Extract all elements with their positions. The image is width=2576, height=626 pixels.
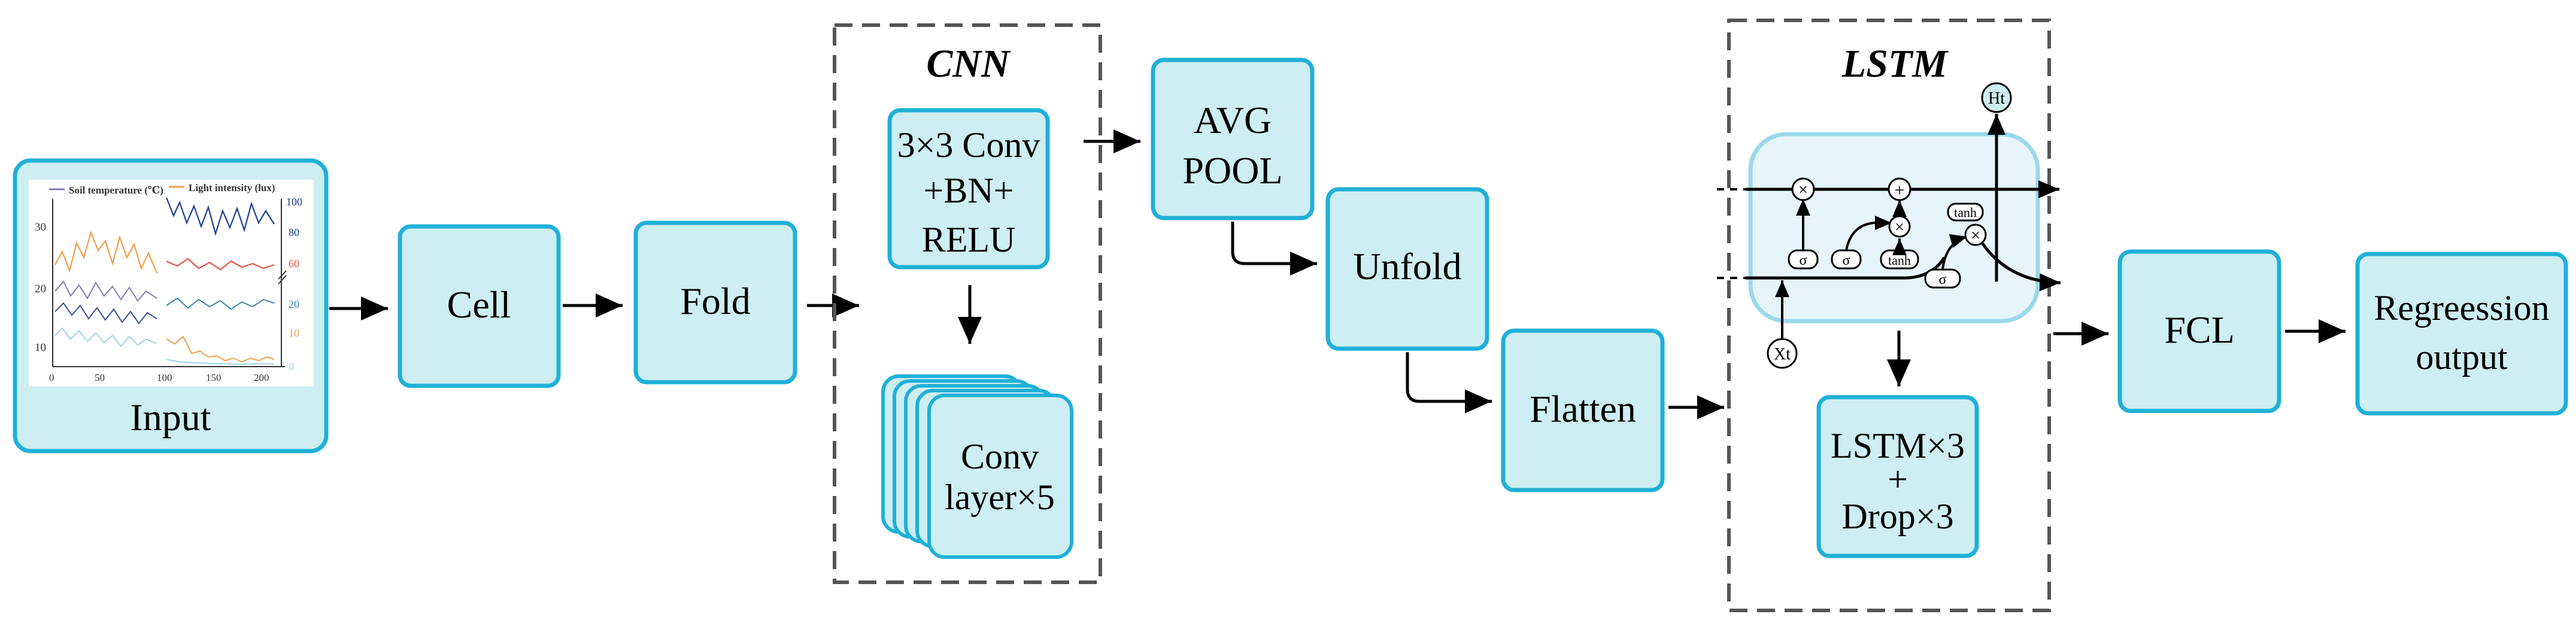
stack-line-2: + [1888,459,1908,499]
ht-label: Ht [1988,89,2005,108]
sigma-gate-1: σ [1800,253,1807,268]
conv-line-1: 3×3 Conv [897,125,1040,165]
conv-layers-line-1: Conv [961,437,1039,476]
mult-op-1: × [1798,181,1808,199]
conv-layer-stack: Conv layer×5 [881,374,1073,559]
arrow-avgpool-unfold [1231,222,1317,276]
conv-line-3: RELU [922,220,1016,259]
conv-line-2: +BN+ [923,171,1014,210]
input-block: Soil temperature (℃) Light intensity (lu… [13,158,329,453]
legend-light-intensity: Light intensity (lux) [189,182,275,193]
xt-label: Xt [1774,345,1791,364]
x-tick-50: 50 [95,372,105,383]
right-tick-20: 20 [289,298,299,310]
stack-line-1: LSTM×3 [1831,426,1965,465]
right-tick-60: 60 [289,258,299,270]
lstm-drop-stack-box: LSTM×3 + Drop×3 [1816,395,1979,558]
arrow-unfold-flatten [1406,352,1492,413]
mult-op-2: × [1895,218,1904,237]
avg-pool-line-1: AVG [1194,99,1272,141]
fold-label: Fold [680,280,750,322]
x-tick-0: 0 [49,372,54,383]
cell-block: Cell [398,224,561,388]
x-tick-100: 100 [157,372,172,383]
cell-label: Cell [447,283,511,326]
avg-pool-line-2: POOL [1182,149,1282,192]
sigma-gate-2: σ [1843,253,1850,268]
sigma-gate-3: σ [1939,272,1947,288]
fcl-label: FCL [2164,309,2234,351]
right-tick-0: 0 [289,361,294,373]
unfold-block: Unfold [1325,187,1489,351]
output-line-1: Regreession [2374,288,2549,328]
left-tick-10: 10 [35,341,46,354]
tanh-gate-2: tanh [1954,205,1977,220]
input-chart: Soil temperature (℃) Light intensity (lu… [29,180,314,386]
x-tick-150: 150 [206,372,222,383]
cnn-title: CNN [926,42,1011,86]
tanh-gate-1: tanh [1888,253,1911,268]
left-tick-20: 20 [35,283,46,295]
fold-block: Fold [633,220,797,385]
input-label: Input [130,396,211,438]
conv-layers-line-2: layer×5 [945,477,1055,517]
flatten-block: Flatten [1501,328,1665,492]
lstm-block: LSTM Xt σ σ tanh σ [1717,19,2061,612]
conv-bn-relu-box: 3×3 Conv +BN+ RELU [887,108,1050,270]
unfold-label: Unfold [1353,245,1461,288]
mult-op-3: × [1971,226,1980,245]
regression-output-block: Regreession output [2355,252,2568,416]
right-tick-10: 10 [289,327,299,339]
lstm-cell-diagram: Xt σ σ tanh σ × + × tanh × [1717,82,2061,369]
lstm-title: LSTM [1841,42,1949,86]
flatten-label: Flatten [1530,388,1636,430]
right-tick-80: 80 [289,226,299,238]
x-tick-200: 200 [254,372,269,383]
legend-soil-temperature: Soil temperature (℃) [69,185,163,196]
add-op: + [1895,180,1905,200]
right-tick-100: 100 [286,196,302,208]
avg-pool-block: AVG POOL [1151,58,1315,220]
left-tick-30: 30 [35,221,46,234]
output-line-2: output [2416,337,2508,377]
fcl-block: FCL [2117,249,2281,413]
cnn-block: CNN 3×3 Conv +BN+ RELU Conv layer×5 [833,23,1102,584]
stack-line-3: Drop×3 [1841,497,1953,536]
